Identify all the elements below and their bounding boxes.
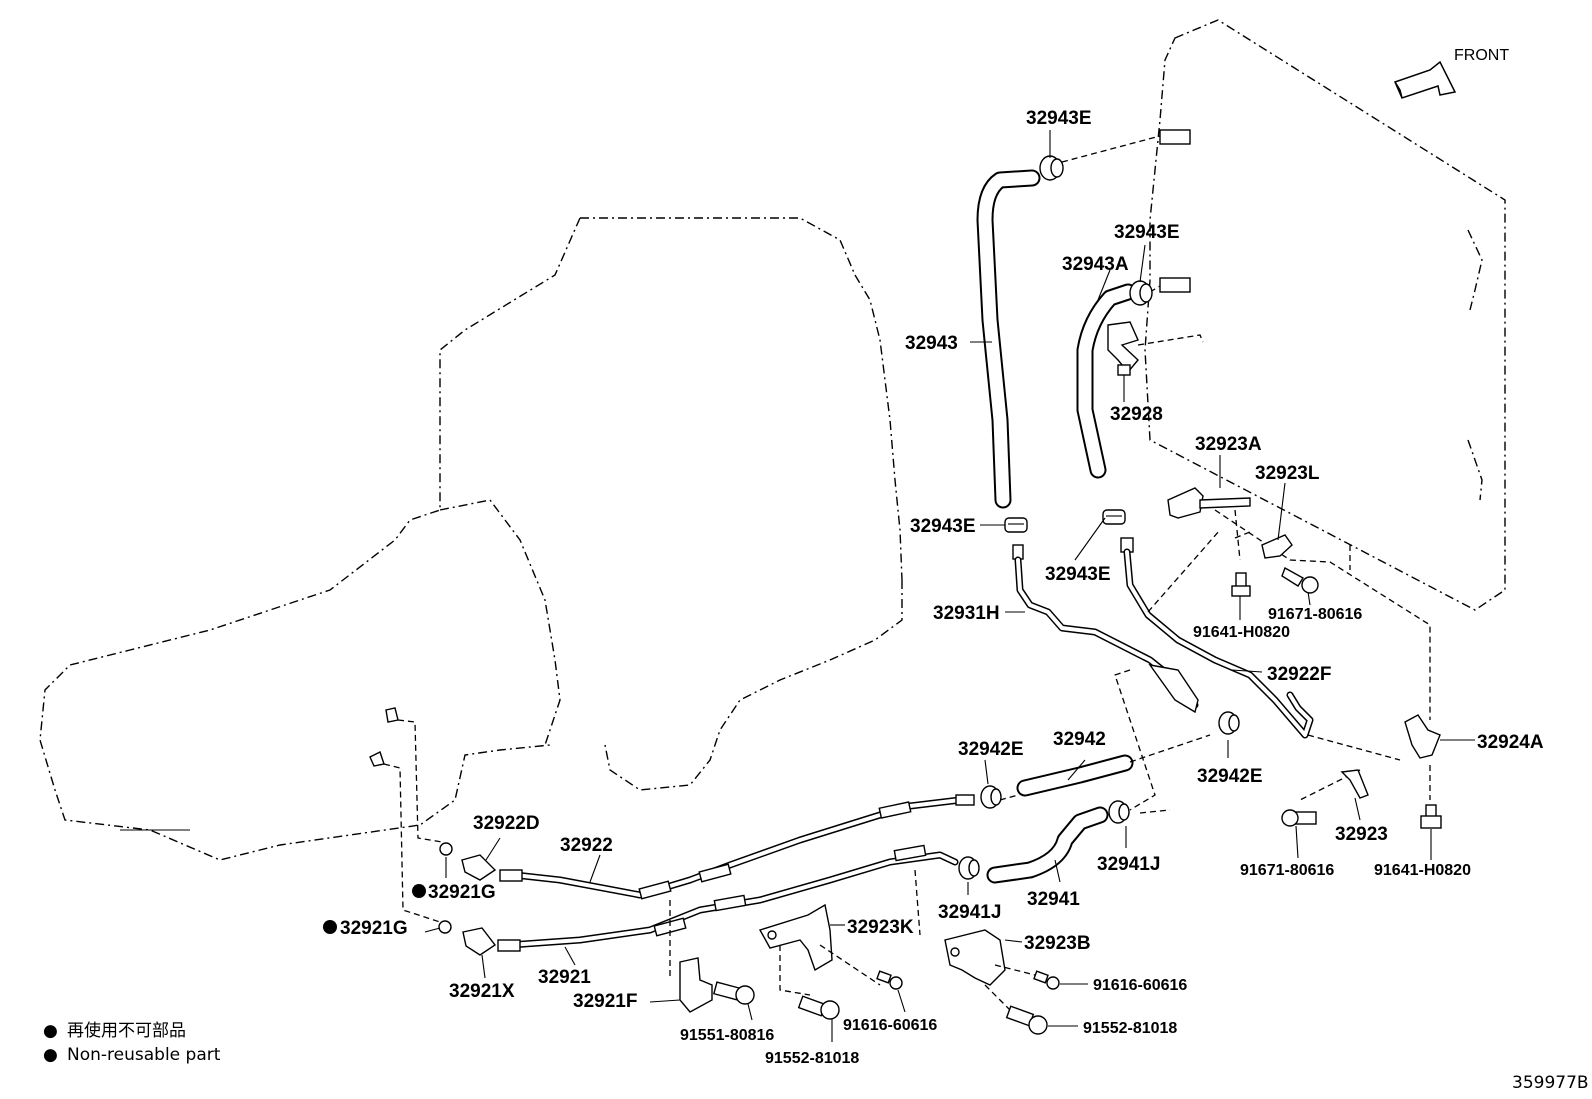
- label-32922D: 32922D: [473, 813, 540, 834]
- pipe-end-left: [1012, 537, 1134, 560]
- label-91671-80616-top: 91671-80616: [1268, 606, 1362, 623]
- label-32921G-lower: 32921G: [340, 918, 408, 939]
- label-32943E-top: 32943E: [1026, 108, 1092, 129]
- bracket-32924A: [1404, 714, 1441, 759]
- bracket-32921F: [669, 900, 713, 1013]
- bolt-91552-81018-right: [1005, 1005, 1048, 1035]
- label-32928: 32928: [1110, 404, 1163, 425]
- bracket-32923B: [944, 929, 1006, 986]
- label-32923B: 32923B: [1024, 933, 1091, 954]
- union-32921X: [462, 927, 497, 956]
- union-32922D: [461, 854, 497, 881]
- label-91616-60616-left: 91616-60616: [843, 1017, 937, 1034]
- label-32923K: 32923K: [847, 917, 914, 938]
- clamp-32943E-right: [1102, 509, 1126, 525]
- label-32922F: 32922F: [1267, 664, 1331, 685]
- bolt-91616-60616-right: [1033, 970, 1060, 990]
- legend-english: Non-reusable part: [67, 1045, 221, 1065]
- label-91551-80816: 91551-80816: [680, 1027, 774, 1044]
- hose-32941: [986, 806, 1109, 884]
- hose-32943: [976, 169, 1041, 509]
- leader-lines: [424, 130, 1475, 1042]
- non-reusable-marker-lower: [323, 920, 337, 934]
- pipe-joint: [1148, 664, 1199, 714]
- label-32921F: 32921F: [573, 991, 637, 1012]
- radiator-outlet-upper: [1159, 129, 1191, 145]
- legend-japanese: 再使用不可部品: [67, 1020, 186, 1041]
- pipe-sleeves: [497, 794, 975, 952]
- label-91616-60616-right: 91616-60616: [1093, 977, 1187, 994]
- bolt-91552-81018-left: [797, 995, 840, 1020]
- label-32941: 32941: [1027, 889, 1080, 910]
- label-32941J-left: 32941J: [938, 902, 1001, 923]
- bolt-91551-80816: [712, 981, 755, 1005]
- label-32942E-right: 32942E: [1197, 766, 1263, 787]
- label-32921X: 32921X: [449, 981, 515, 1002]
- pipe-32922F: [1123, 548, 1314, 739]
- o-ring-32921G-lower: [438, 920, 452, 934]
- clamp-32941J-left: [958, 856, 980, 880]
- clamp-32942E-left: [980, 785, 1002, 809]
- clamp-32943E-left: [1004, 517, 1028, 533]
- label-32923A: 32923A: [1195, 434, 1262, 455]
- label-32943A: 32943A: [1062, 254, 1129, 275]
- hose-32942: [1016, 754, 1134, 797]
- bolt-91616-60616-left: [876, 970, 903, 990]
- clamp-32943E-top: [1039, 155, 1064, 181]
- o-ring-32921G-upper: [439, 842, 453, 856]
- front-direction-label: FRONT: [1454, 47, 1509, 64]
- label-91641-H0820-bottom: 91641-H0820: [1374, 862, 1471, 879]
- legend: ● 再使用不可部品 ● Non-reusable part: [43, 1020, 221, 1065]
- bracket-32923A: [1167, 487, 1251, 519]
- label-32943E-mid: 32943E: [1114, 222, 1180, 243]
- figure-number: 359977B: [1512, 1073, 1589, 1093]
- label-32931H: 32931H: [933, 603, 1000, 624]
- bracket-32923K: [758, 903, 833, 972]
- bolt-91641-H0820-bottom: [1420, 804, 1442, 829]
- front-arrow-icon: [1393, 60, 1457, 99]
- bracket-32928: [1107, 321, 1204, 376]
- label-32924A: 32924A: [1477, 732, 1544, 753]
- label-91552-81018-right: 91552-81018: [1083, 1020, 1177, 1037]
- legend-marker-1: ●: [43, 1021, 58, 1041]
- label-32923: 32923: [1335, 824, 1388, 845]
- trans-fittings: [369, 707, 399, 767]
- label-32943: 32943: [905, 333, 958, 354]
- label-32941J-right: 32941J: [1097, 854, 1160, 875]
- label-32942: 32942: [1053, 729, 1106, 750]
- radiator-outlet-lower: [1159, 277, 1191, 293]
- label-32923L: 32923L: [1255, 463, 1320, 484]
- label-32922: 32922: [560, 835, 613, 856]
- label-91552-81018-left: 91552-81018: [765, 1050, 859, 1067]
- hose-32943A: [1076, 283, 1137, 479]
- label-32921G-upper: 32921G: [428, 882, 496, 903]
- label-32921: 32921: [538, 967, 591, 988]
- label-32943E-left: 32943E: [910, 516, 976, 537]
- bolt-91671-80616-bottom: [1281, 809, 1317, 827]
- label-32943E-right: 32943E: [1045, 564, 1111, 585]
- label-91671-80616-bottom: 91671-80616: [1240, 862, 1334, 879]
- clamp-32942E-right: [1218, 711, 1240, 735]
- radiator-outline: [1144, 19, 1506, 611]
- label-32942E-left: 32942E: [958, 739, 1024, 760]
- non-reusable-marker-upper: [412, 884, 426, 898]
- clip-32923: [1340, 769, 1369, 799]
- bolt-91671-80616-top: [1281, 566, 1319, 594]
- clamp-32923L: [1261, 534, 1293, 559]
- transmission-outline: [39, 217, 903, 861]
- clamp-32943E-mid: [1129, 280, 1153, 306]
- clamp-32941J-right: [1108, 800, 1130, 824]
- pipe-32921: [506, 851, 959, 949]
- bolt-91641-H0820-top: [1231, 572, 1251, 597]
- label-91641-H0820-top: 91641-H0820: [1193, 624, 1290, 641]
- legend-marker-2: ●: [43, 1045, 58, 1065]
